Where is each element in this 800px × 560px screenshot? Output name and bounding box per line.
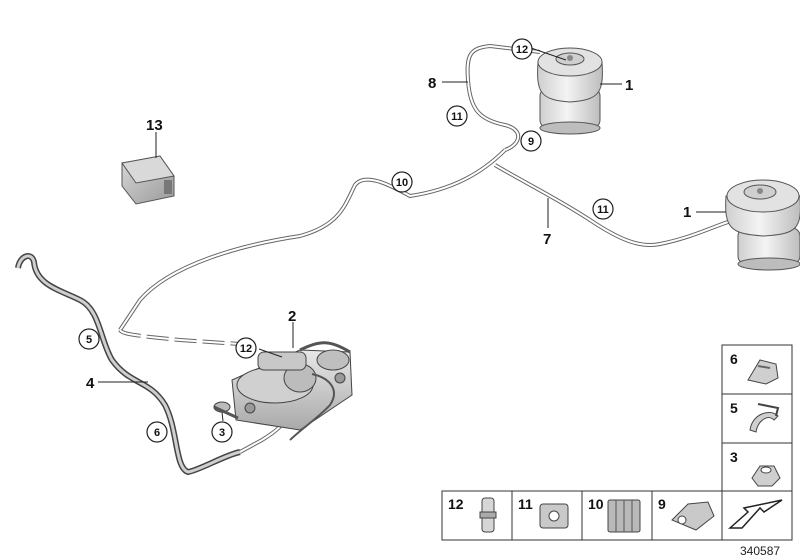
svg-text:11: 11: [451, 111, 463, 123]
svg-text:9: 9: [658, 496, 666, 512]
circled-callout-5: 5: [78, 328, 100, 350]
svg-text:6: 6: [730, 351, 738, 367]
callout-7: 7: [543, 231, 551, 248]
legend-clip-6: 6: [730, 351, 779, 385]
air-line-main: [118, 148, 507, 346]
legend-right: 6 5 3: [721, 344, 793, 493]
svg-text:6: 6: [154, 427, 160, 439]
svg-text:12: 12: [516, 44, 528, 56]
svg-text:10: 10: [588, 496, 604, 512]
svg-text:10: 10: [396, 177, 408, 189]
svg-text:11: 11: [597, 204, 609, 216]
svg-text:11: 11: [518, 496, 533, 512]
callout-2: 2: [288, 308, 296, 325]
legend-clip-10: 10: [588, 496, 641, 533]
circled-callout-11-upper: 11: [446, 105, 468, 127]
svg-text:3: 3: [219, 427, 225, 439]
circled-callouts: 12 11 9 10 11 5 6 12: [78, 38, 614, 443]
air-spring-right: [725, 179, 800, 271]
legend-holder-11: 11: [518, 496, 569, 529]
air-line-rear-left: [465, 43, 541, 152]
svg-text:5: 5: [730, 400, 738, 416]
svg-text:3: 3: [730, 449, 738, 465]
circled-callout-9: 9: [520, 130, 542, 152]
legend-clip-5: 5: [730, 400, 780, 433]
bracket-3: [213, 401, 239, 420]
circled-callout-6: 6: [146, 421, 168, 443]
circled-callout-10: 10: [391, 171, 413, 193]
circled-callout-3: 3: [211, 421, 233, 443]
callout-1-right: 1: [683, 204, 691, 221]
callout-numbers: 1 1 2 4 7 8 13: [86, 75, 691, 392]
air-line-rear-right: [493, 163, 729, 247]
document-id: 340587: [740, 544, 780, 558]
arrow-icon: [728, 499, 783, 529]
svg-text:9: 9: [528, 136, 534, 148]
svg-text:5: 5: [86, 334, 92, 346]
legend-nut-3: 3: [730, 449, 781, 487]
callout-13: 13: [146, 117, 163, 134]
callout-8: 8: [428, 75, 436, 92]
air-spring-top: [537, 47, 603, 135]
legend-clip-9: 9: [658, 496, 715, 531]
legend-connector-12: 12: [448, 496, 497, 533]
circled-callout-12-top: 12: [511, 38, 533, 60]
circled-callout-11-right: 11: [592, 198, 614, 220]
svg-text:12: 12: [448, 496, 464, 512]
circled-callout-12-compressor: 12: [235, 337, 257, 359]
control-unit-13: [121, 155, 175, 205]
callout-4: 4: [86, 375, 95, 392]
svg-text:12: 12: [240, 343, 252, 355]
compressor-unit: [231, 341, 353, 441]
legend-bottom: 12 11 10 9: [441, 490, 793, 541]
leader-lines: [98, 47, 726, 422]
callout-1-top: 1: [625, 77, 633, 94]
